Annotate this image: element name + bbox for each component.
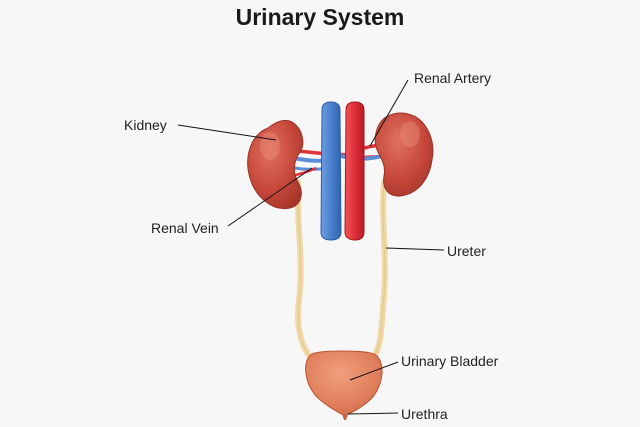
renal-vein-leader xyxy=(227,167,313,227)
leader-lines xyxy=(177,79,445,415)
urinary-bladder xyxy=(305,350,383,417)
renal-vein-label: Renal Vein xyxy=(151,220,219,236)
right-ureter-outline xyxy=(371,181,386,361)
renal-artery-leader xyxy=(369,79,409,147)
ureters xyxy=(294,179,388,363)
left-kidney-highlight xyxy=(260,132,280,160)
right-kidney xyxy=(374,112,434,197)
urethra-leader xyxy=(347,412,399,415)
vena-cava xyxy=(320,101,342,241)
urethra-label: Urethra xyxy=(401,406,448,422)
left-kidney xyxy=(247,119,304,210)
urethra xyxy=(342,414,348,420)
kidney-label: Kidney xyxy=(124,117,167,133)
right-kidney-highlight xyxy=(400,121,420,147)
ureter-leader xyxy=(385,247,445,251)
urinary-bladder-label: Urinary Bladder xyxy=(401,353,499,369)
renal-artery-label: Renal Artery xyxy=(414,70,492,86)
kidney-leader xyxy=(177,124,277,141)
urinary-bladder-leader xyxy=(349,361,399,381)
ureter-label: Ureter xyxy=(447,243,486,259)
left-ureter-outline xyxy=(297,181,313,361)
aorta xyxy=(344,101,365,241)
page-title: Urinary System xyxy=(235,4,405,30)
